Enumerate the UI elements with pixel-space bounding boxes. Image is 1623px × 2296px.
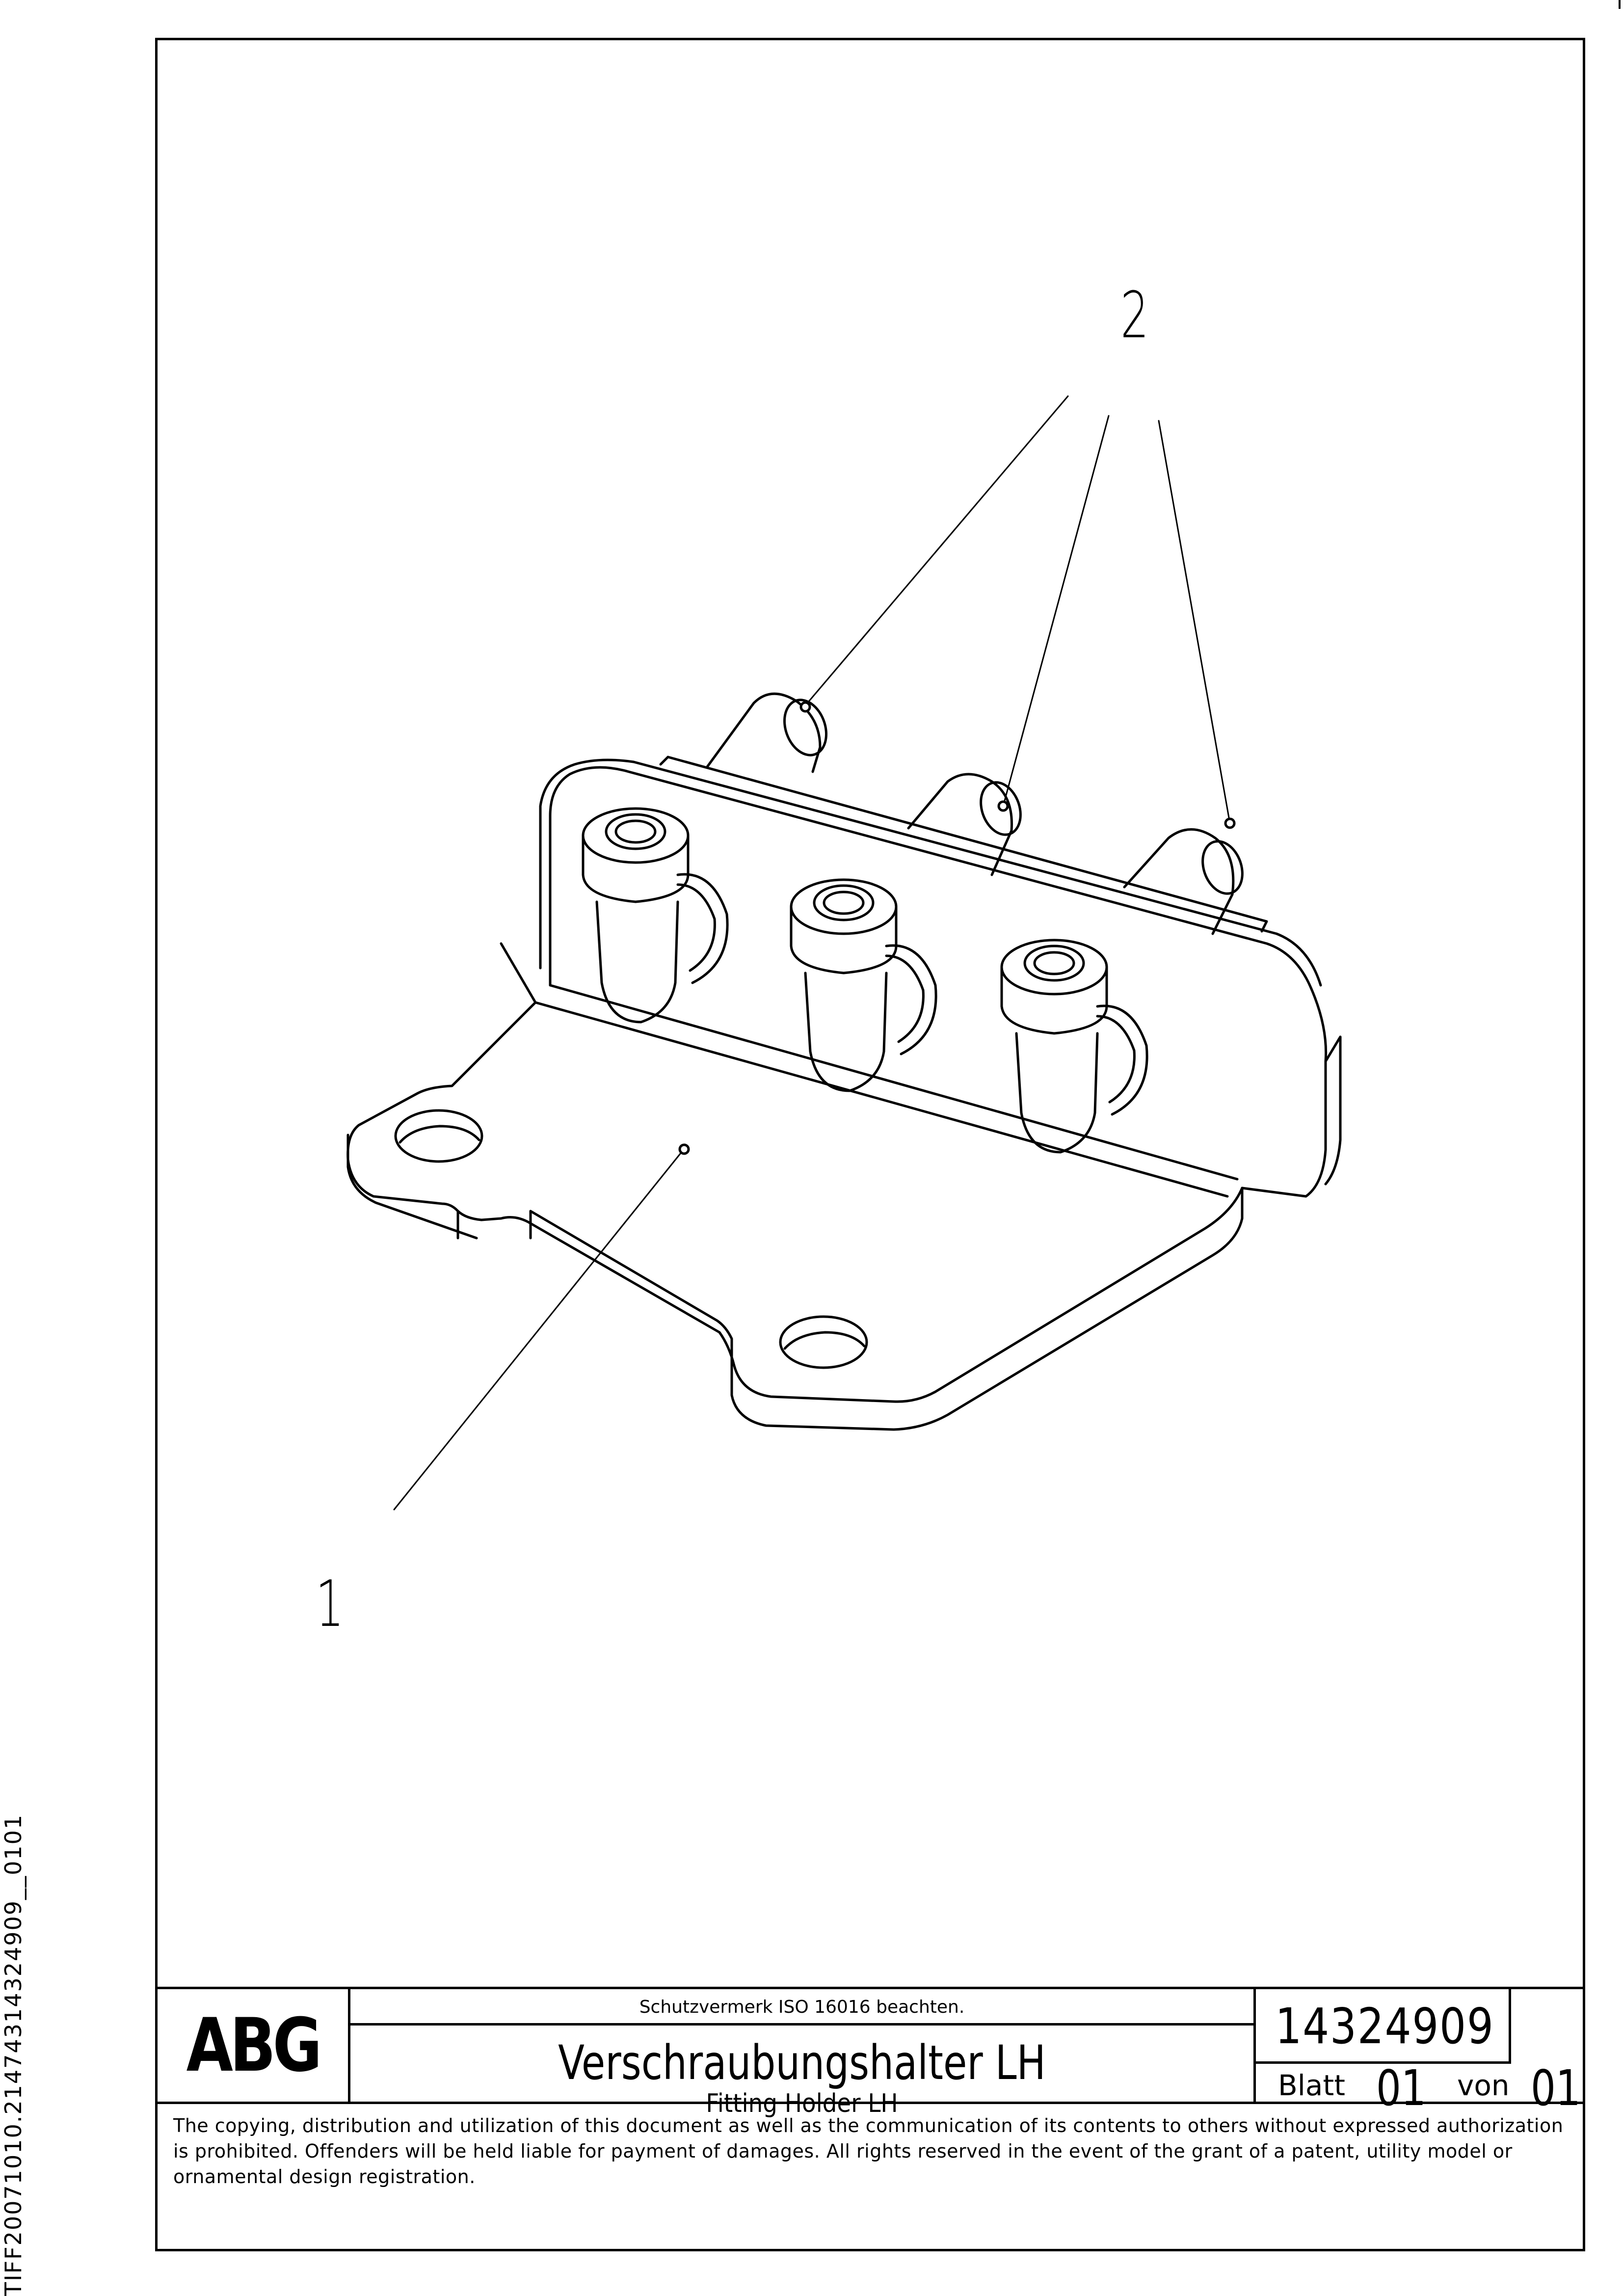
mounting-hole-right bbox=[779, 1315, 868, 1369]
screw-fitting-3 bbox=[1000, 939, 1148, 1154]
document-number: 14324909 bbox=[1256, 1989, 1511, 2064]
leader-dot bbox=[799, 701, 811, 713]
callout-part-1: 1 bbox=[316, 1567, 344, 1641]
leader-dot bbox=[1224, 817, 1236, 829]
leader-dot bbox=[678, 1143, 690, 1155]
document-info: 14324909 Blatt 01 von 01 bbox=[1256, 1989, 1583, 2113]
screw-fitting-1 bbox=[582, 807, 729, 1024]
base-plate-edge bbox=[346, 1134, 1244, 1431]
document-number-text: 14324909 bbox=[1275, 1998, 1494, 2055]
sheet-info: Blatt 01 von 01 bbox=[1256, 2064, 1583, 2113]
title-block: ABG Schutzvermerk ISO 16016 beachten. Ve… bbox=[158, 1987, 1583, 2116]
sheet-number: 01 bbox=[1376, 2059, 1426, 2117]
base-plate-chamfer bbox=[456, 1210, 733, 1367]
vertical-flange bbox=[539, 758, 1342, 1198]
bend-line bbox=[500, 942, 1239, 1198]
protection-notice: Schutzvermerk ISO 16016 beachten. bbox=[350, 1989, 1253, 2026]
logo-text: ABG bbox=[186, 2002, 322, 2088]
leader-dot bbox=[997, 800, 1009, 812]
copyright-notice: The copying, distribution and utilizatio… bbox=[158, 2102, 1583, 2249]
side-file-code: TIFF20071010.21474314324909__0101 bbox=[0, 1813, 27, 2296]
screw-fitting-2 bbox=[790, 878, 937, 1092]
drawing-sheet: 2 1 ABG Schutzvermerk ISO 16016 beachten… bbox=[155, 38, 1585, 2251]
mounting-hole-left bbox=[394, 1109, 483, 1163]
of-label: von bbox=[1457, 2069, 1510, 2102]
fitting-rear-2 bbox=[907, 773, 1013, 876]
fitting-rear-3 bbox=[1123, 828, 1235, 935]
title-area: Schutzvermerk ISO 16016 beachten. Versch… bbox=[350, 1989, 1256, 2116]
sheet-total: 01 bbox=[1531, 2059, 1581, 2117]
fitting-holder-drawing bbox=[346, 395, 1342, 1511]
corner-tick bbox=[1611, 0, 1621, 9]
flange-top-edge bbox=[659, 756, 1268, 933]
company-logo: ABG bbox=[158, 1989, 350, 2102]
drawing-title-de: Verschraubungshalter LH bbox=[558, 2035, 1046, 2090]
callout-part-2: 2 bbox=[1120, 278, 1149, 352]
sheet-label: Blatt bbox=[1278, 2069, 1345, 2102]
base-plate-top bbox=[346, 1001, 1244, 1403]
leader-lines bbox=[393, 395, 1231, 1511]
